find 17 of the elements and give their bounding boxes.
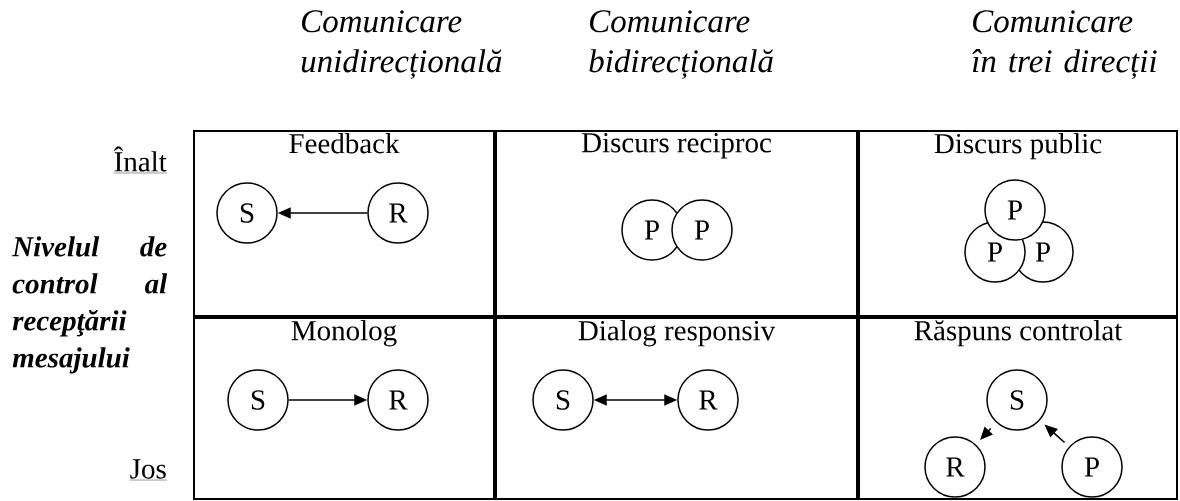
- circle-node: R: [677, 369, 739, 431]
- circle-node: S: [986, 369, 1048, 431]
- circle-node: R: [367, 182, 429, 244]
- circle-node: S: [227, 369, 289, 431]
- row-label: Jos: [129, 459, 167, 481]
- circle-node: P: [671, 199, 733, 261]
- circle-node: R: [367, 369, 429, 431]
- row-label: Înalt: [113, 146, 167, 174]
- column-heading: Comunicare unidirecțională: [301, 10, 502, 80]
- circle-node: R: [924, 436, 986, 498]
- circle-node: S: [216, 182, 278, 244]
- column-heading: Comunicare în trei direcții: [972, 10, 1157, 80]
- circle-node: S: [532, 369, 594, 431]
- circle-node: P: [1061, 436, 1123, 498]
- axis-label: Nivelul de control al recepţării mesajului: [11, 236, 168, 374]
- circle-node: P: [984, 179, 1046, 241]
- column-heading: Comunicare bidirecțională: [589, 10, 773, 80]
